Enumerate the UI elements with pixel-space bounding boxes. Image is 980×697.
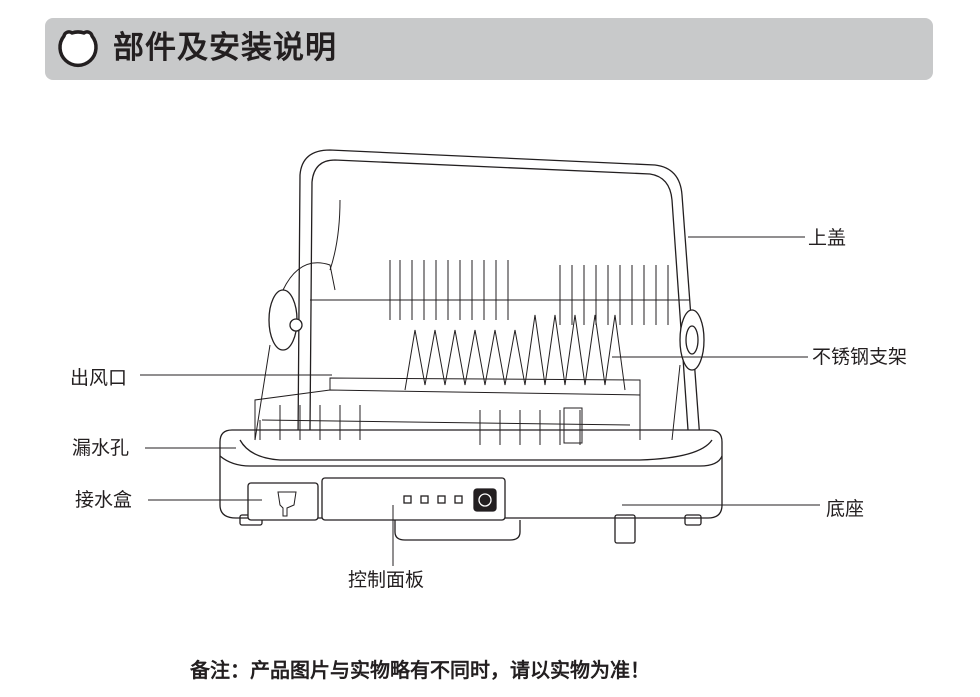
label-drip-tray: 接水盒 bbox=[75, 489, 133, 511]
page-title: 部件及安装说明 bbox=[113, 30, 337, 66]
bear-head-icon bbox=[58, 30, 98, 67]
disclaimer-note: 备注：产品图片与实物略有不同时，请以实物为准！ bbox=[190, 658, 650, 682]
label-control-panel: 控制面板 bbox=[348, 569, 425, 591]
label-top-cover: 上盖 bbox=[808, 227, 847, 249]
top-cover bbox=[297, 149, 701, 441]
side-knobs bbox=[254, 262, 705, 441]
section-header: 部件及安装说明 bbox=[45, 18, 933, 80]
drip-tray bbox=[247, 482, 319, 521]
stainless-rack bbox=[254, 260, 690, 445]
leader-lines bbox=[140, 236, 820, 566]
label-stainless-rack: 不锈钢支架 bbox=[812, 346, 908, 368]
control-panel-drawing bbox=[321, 477, 506, 521]
label-base: 底座 bbox=[826, 498, 865, 520]
label-air-outlet: 出风口 bbox=[70, 367, 128, 389]
label-drain-hole: 漏水孔 bbox=[72, 437, 130, 459]
